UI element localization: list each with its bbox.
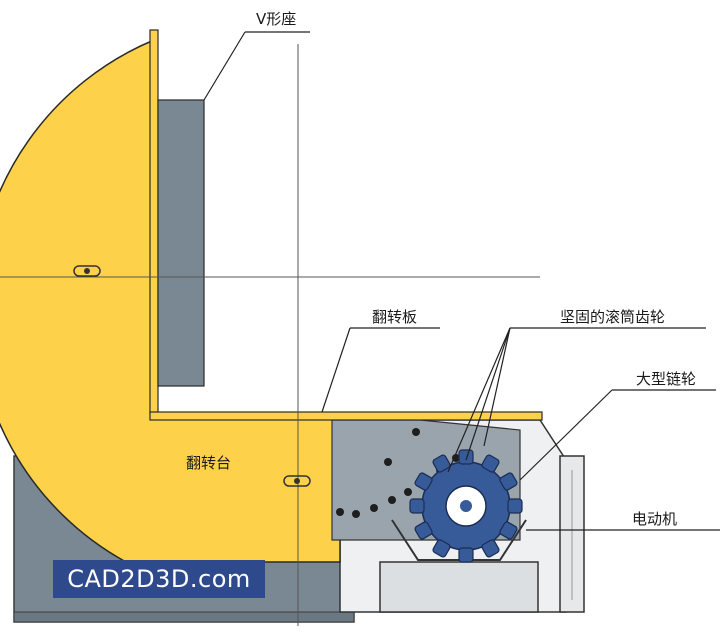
label-large-sprocket: 大型链轮 xyxy=(636,370,696,388)
pivot-slot-lower xyxy=(283,475,311,487)
label-motor: 电动机 xyxy=(632,510,677,528)
pivot-slot-upper xyxy=(73,265,101,277)
turntable-disc xyxy=(0,38,341,563)
leader-lines xyxy=(203,31,614,531)
leader-roller-gear-a xyxy=(447,327,511,473)
leader-roller-gear-b xyxy=(465,327,511,461)
v-seat-flange xyxy=(149,29,159,415)
leader-turn-plate xyxy=(321,327,351,413)
large-sprocket xyxy=(409,449,523,563)
watermark-box xyxy=(53,560,265,598)
leader-underlines xyxy=(245,31,720,531)
label-turn-plate: 翻转板 xyxy=(372,308,417,326)
turn-plate-bar xyxy=(149,411,543,421)
watermark-text: CAD2D3D.com xyxy=(67,565,251,593)
leader-sprocket xyxy=(519,389,613,481)
roller-holes xyxy=(336,428,460,518)
leader-roller-gear-c xyxy=(483,327,511,447)
base-bottom-strip xyxy=(13,611,355,623)
label-v-seat: V形座 xyxy=(256,10,296,28)
v-seat-block xyxy=(157,99,205,387)
leader-v-seat xyxy=(203,31,246,101)
label-fixed-roller-gear: 坚固的滚筒齿轮 xyxy=(560,308,665,326)
motor-mount-base xyxy=(379,561,539,613)
label-turntable: 翻转台 xyxy=(186,454,231,472)
